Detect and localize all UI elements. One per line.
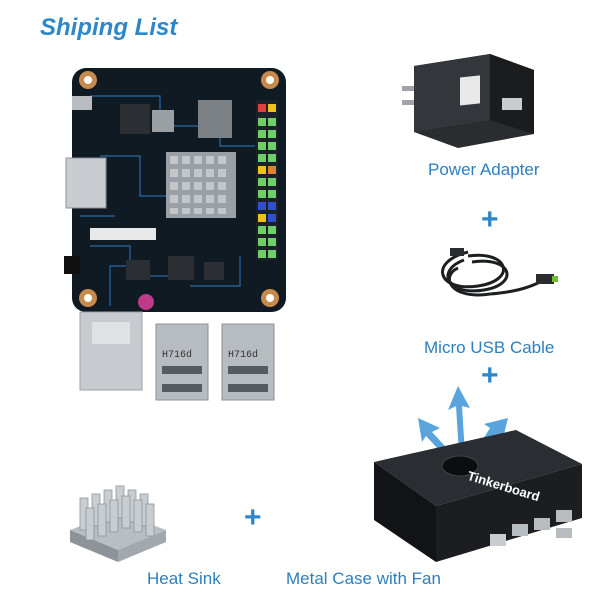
usb-port-marking-right: H716d: [228, 350, 259, 361]
plus-icon: +: [481, 203, 499, 236]
item-label-heat-sink: Heat Sink: [147, 569, 221, 588]
heat-sink-image: [70, 485, 166, 562]
plus-icon: +: [481, 359, 499, 392]
item-label-power-adapter: Power Adapter: [428, 160, 540, 179]
micro-usb-cable-image: [441, 248, 558, 297]
power-adapter-image: [402, 54, 534, 148]
metal-case-image: [374, 386, 582, 562]
item-label-metal-case: Metal Case with Fan: [286, 569, 441, 588]
plus-icon: +: [244, 501, 262, 534]
single-board-computer-image: [64, 68, 286, 401]
usb-port-marking-left: H716d: [162, 350, 193, 361]
item-label-micro-usb-cable: Micro USB Cable: [424, 338, 555, 357]
page-title: Shiping List: [40, 14, 178, 41]
